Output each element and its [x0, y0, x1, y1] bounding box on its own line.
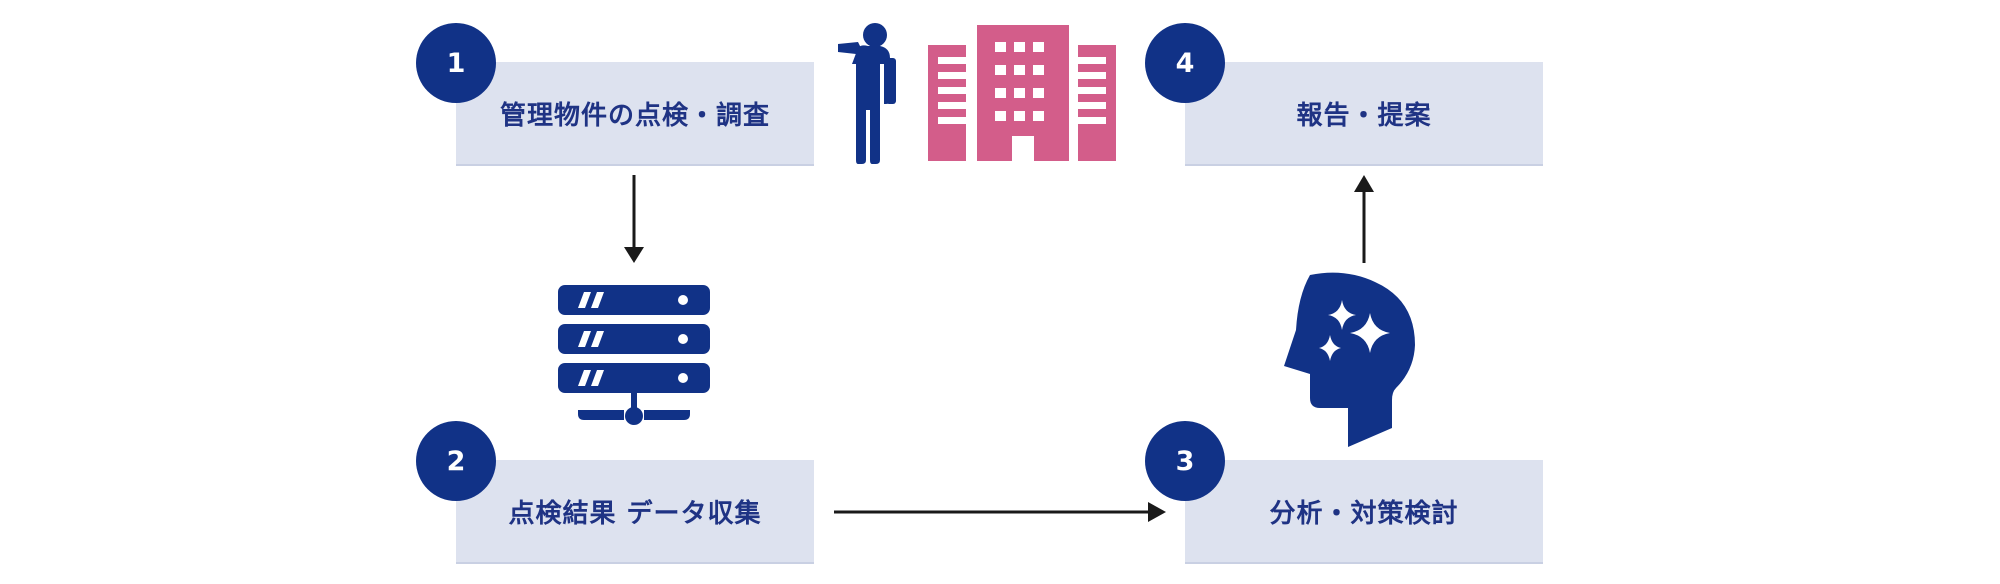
step-box-1: 管理物件の点検・調査 — [456, 62, 814, 166]
step-label-4: 報告・提案 — [1296, 100, 1432, 131]
arrow-step3-to-step4 — [1354, 175, 1374, 263]
step-label-1: 管理物件の点検・調査 — [499, 100, 770, 131]
server-icon — [558, 285, 710, 425]
step-number-badge-4: 4 — [1145, 23, 1225, 103]
arrow-step1-to-step2 — [624, 175, 644, 263]
step-box-2: 点検結果 データ収集 — [456, 460, 814, 564]
step-label-2: 点検結果 データ収集 — [508, 498, 762, 529]
step-label-3: 分析・対策検討 — [1269, 498, 1459, 529]
person-icon — [838, 23, 896, 165]
building-icon — [928, 25, 1116, 161]
step-box-3: 分析・対策検討 — [1185, 460, 1543, 564]
arrow-step2-to-step3 — [834, 502, 1166, 522]
step-number-badge-1: 1 — [416, 23, 496, 103]
step-box-4: 報告・提案 — [1185, 62, 1543, 166]
brain-sparkle-icon — [1284, 272, 1415, 447]
step-number-badge-2: 2 — [416, 421, 496, 501]
step-number-badge-3: 3 — [1145, 421, 1225, 501]
